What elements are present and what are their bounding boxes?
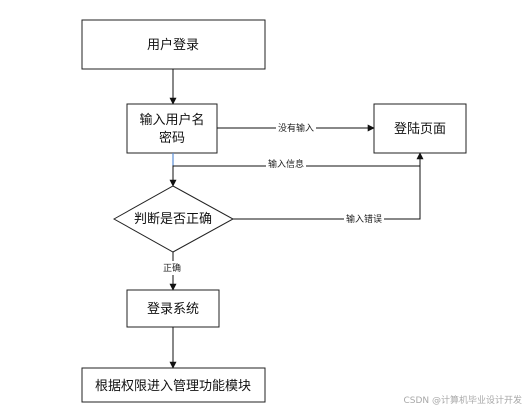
edge-check-error-to-loginpage: [233, 152, 424, 220]
edge-label-input-error: 输入错误: [346, 213, 382, 225]
user-login-label: 用户登录: [147, 37, 199, 53]
login-page-box: 登陆页面: [373, 103, 467, 154]
login-system-label: 登录系统: [147, 302, 199, 317]
user-login-box: 用户登录: [81, 19, 266, 70]
edge-label-bg: [160, 261, 184, 275]
edge-label-correct: 正确: [163, 262, 181, 274]
check-decision-label: 判断是否正确: [134, 212, 212, 227]
login-system-box: 登录系统: [126, 289, 220, 328]
input-credentials-box: 输入用户名 密码: [126, 103, 218, 154]
edge-label-input-info: 输入信息: [268, 158, 304, 170]
permission-modules-label: 根据权限进入管理功能模块: [95, 378, 251, 394]
edge-label-no-input: 没有输入: [278, 122, 314, 134]
edge-label-bg: [265, 157, 307, 171]
input-credentials-label-line2: 密码: [159, 130, 185, 146]
login-page-label: 登陆页面: [394, 121, 446, 137]
permission-modules-box: 根据权限进入管理功能模块: [81, 367, 266, 403]
edge-label-bg: [275, 121, 317, 135]
csdn-watermark: CSDN @计算机毕业设计开发: [403, 394, 522, 406]
check-decision-diamond: 判断是否正确: [112, 185, 235, 253]
edge-label-bg: [343, 212, 385, 226]
input-credentials-label-line1: 输入用户名: [139, 112, 204, 128]
